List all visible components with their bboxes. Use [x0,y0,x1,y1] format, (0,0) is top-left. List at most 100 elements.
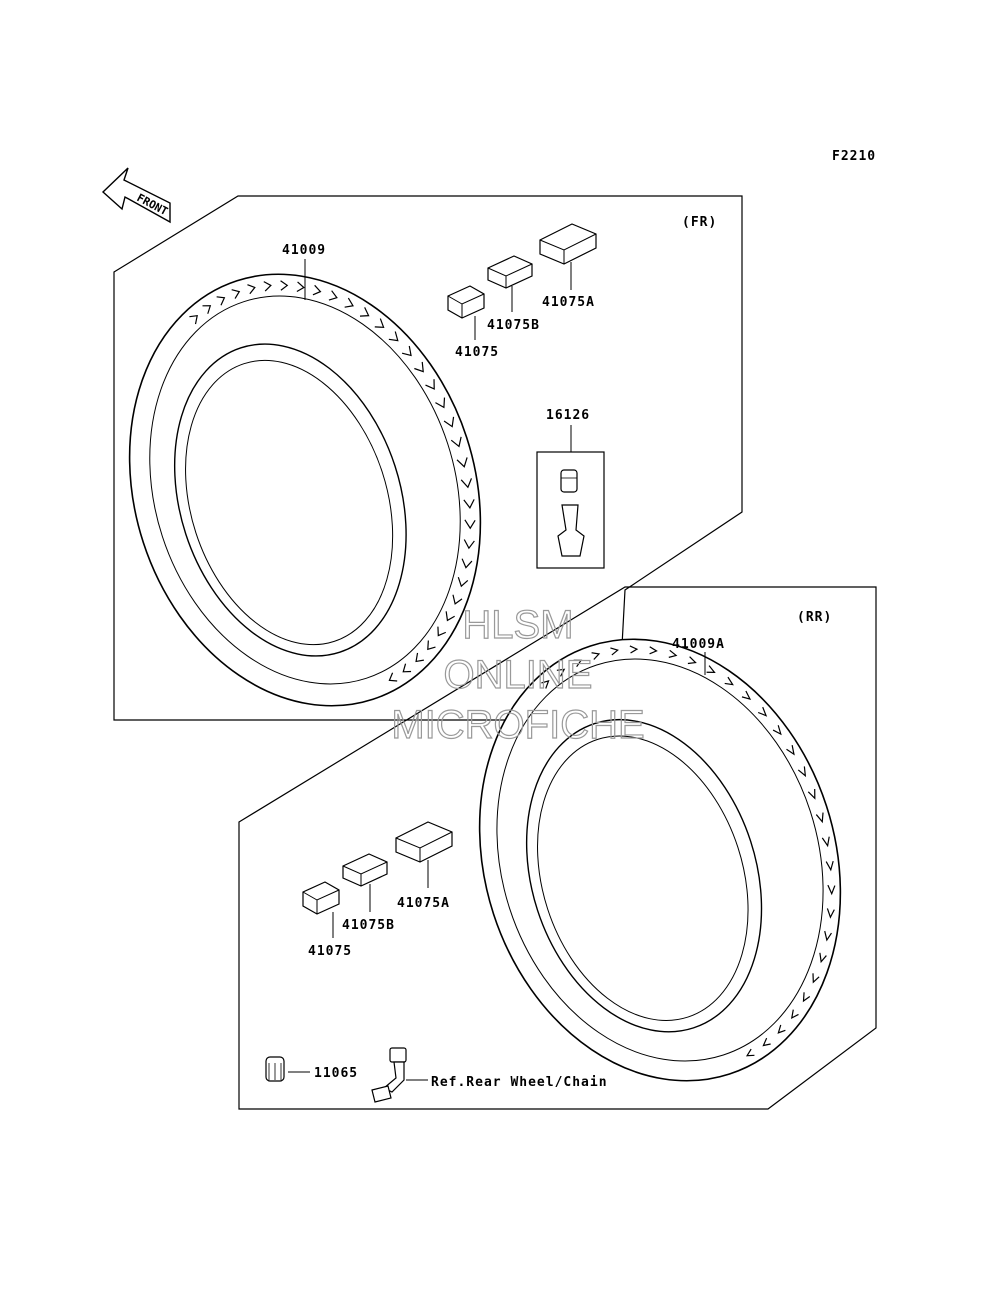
tread-chevron [825,860,834,872]
tread-chevron [263,281,272,292]
tread-chevron [427,640,436,651]
tread-chevron [312,284,322,296]
tread-chevron [445,611,455,622]
tread-chevron [777,1024,786,1034]
front-weight-a-part-number: 41075A [542,295,595,310]
tread-chevron [827,884,836,896]
tread-chevron [443,416,455,428]
rear-group-frame [238,586,877,1110]
tread-chevron [591,652,601,660]
tread-chevron [556,668,566,677]
tread-chevron [202,305,212,314]
tread-chevron [415,652,424,663]
tread-chevron [216,296,226,306]
tread-chevron [745,1048,755,1057]
front-tire [128,273,482,707]
tread-chevron [812,973,820,984]
tread-chevron [629,645,639,654]
tread-chevron [724,676,734,686]
tread-chevron [401,345,412,357]
tread-chevron [189,314,198,325]
rear-valve-cap-11065 [265,1056,310,1082]
watermark-line-3: MICROFICHE [391,703,644,747]
front-valve-16126 [536,425,605,569]
front-group: (FR) 41009 41075 41075B [113,195,743,721]
tread-chevron [757,706,768,717]
tread-chevron [786,744,795,756]
front-weight-41075A [539,223,597,290]
rear-weight-part-number: 41075 [308,944,352,959]
tread-chevron [280,280,289,291]
rear-valve-reference: Ref.Rear Wheel/Chain [431,1075,608,1090]
front-group-frame [113,195,743,721]
front-tire-part-number: 41009 [282,243,326,258]
tread-chevron [460,478,473,489]
tread-chevron [359,307,370,317]
front-tag: (FR) [682,215,717,230]
tread-chevron [450,436,462,448]
front-tire-tread [189,280,476,682]
rear-bent-valve [371,1047,428,1103]
tread-chevron [706,665,716,673]
tread-chevron [296,281,305,293]
front-weight-41075 [447,285,485,340]
figure-code: F2210 [832,149,876,164]
tread-chevron [328,290,338,301]
watermark-line-2: ONLINE [444,653,593,697]
tread-chevron [668,649,678,658]
tread-chevron [388,331,399,342]
tread-chevron [435,397,446,409]
tread-chevron [687,656,697,665]
tread-chevron [826,908,835,919]
tread-chevron [649,646,658,655]
tread-chevron [790,1009,799,1020]
tread-chevron [610,647,619,656]
tread-chevron [463,539,475,550]
rear-group: (RR) 41009A 41075 41075B [238,586,877,1110]
tread-chevron [231,289,241,299]
front-weight-b-part-number: 41075B [487,318,540,333]
rear-weight-41075B [342,853,388,912]
watermark-line-1: HLSM [462,603,573,647]
tread-chevron [437,626,447,637]
rear-weight-a-part-number: 41075A [397,896,450,911]
front-valve-part-number: 16126 [546,408,590,423]
rear-tire [478,638,842,1082]
tread-chevron [374,318,385,328]
tread-chevron [824,930,832,942]
rear-tire-tread [541,645,836,1057]
tread-chevron [797,766,807,778]
rear-tag: (RR) [797,610,832,625]
tread-chevron [247,284,256,295]
tread-chevron [741,690,752,700]
front-weight-part-number: 41075 [455,345,499,360]
tread-chevron [815,812,824,824]
tread-chevron [464,519,476,530]
tread-chevron [452,594,463,605]
tread-chevron [541,679,550,689]
tread-chevron [762,1037,771,1047]
tread-chevron [457,576,469,588]
tread-chevron [821,836,830,848]
tread-chevron [772,725,782,736]
watermark: HLSM ONLINE MICROFICHE [391,602,646,747]
tread-chevron [463,499,475,509]
tread-chevron [425,379,435,390]
tread-chevron [344,297,354,308]
tread-chevron [388,672,398,682]
tread-chevron [456,457,468,468]
tread-chevron [573,659,583,668]
rear-valve-cap-part-number: 11065 [314,1066,358,1081]
front-arrow-icon: FRONT [101,167,171,224]
tread-chevron [461,558,473,569]
front-weight-41075B [487,255,533,312]
tread-chevron [807,789,816,800]
rear-weight-41075A [395,821,453,888]
tread-chevron [802,992,811,1003]
tread-chevron [402,663,412,673]
tread-chevron [819,952,827,964]
rear-weight-41075 [302,881,340,938]
rear-weight-b-part-number: 41075B [342,918,395,933]
rear-tire-part-number: 41009A [672,637,725,652]
